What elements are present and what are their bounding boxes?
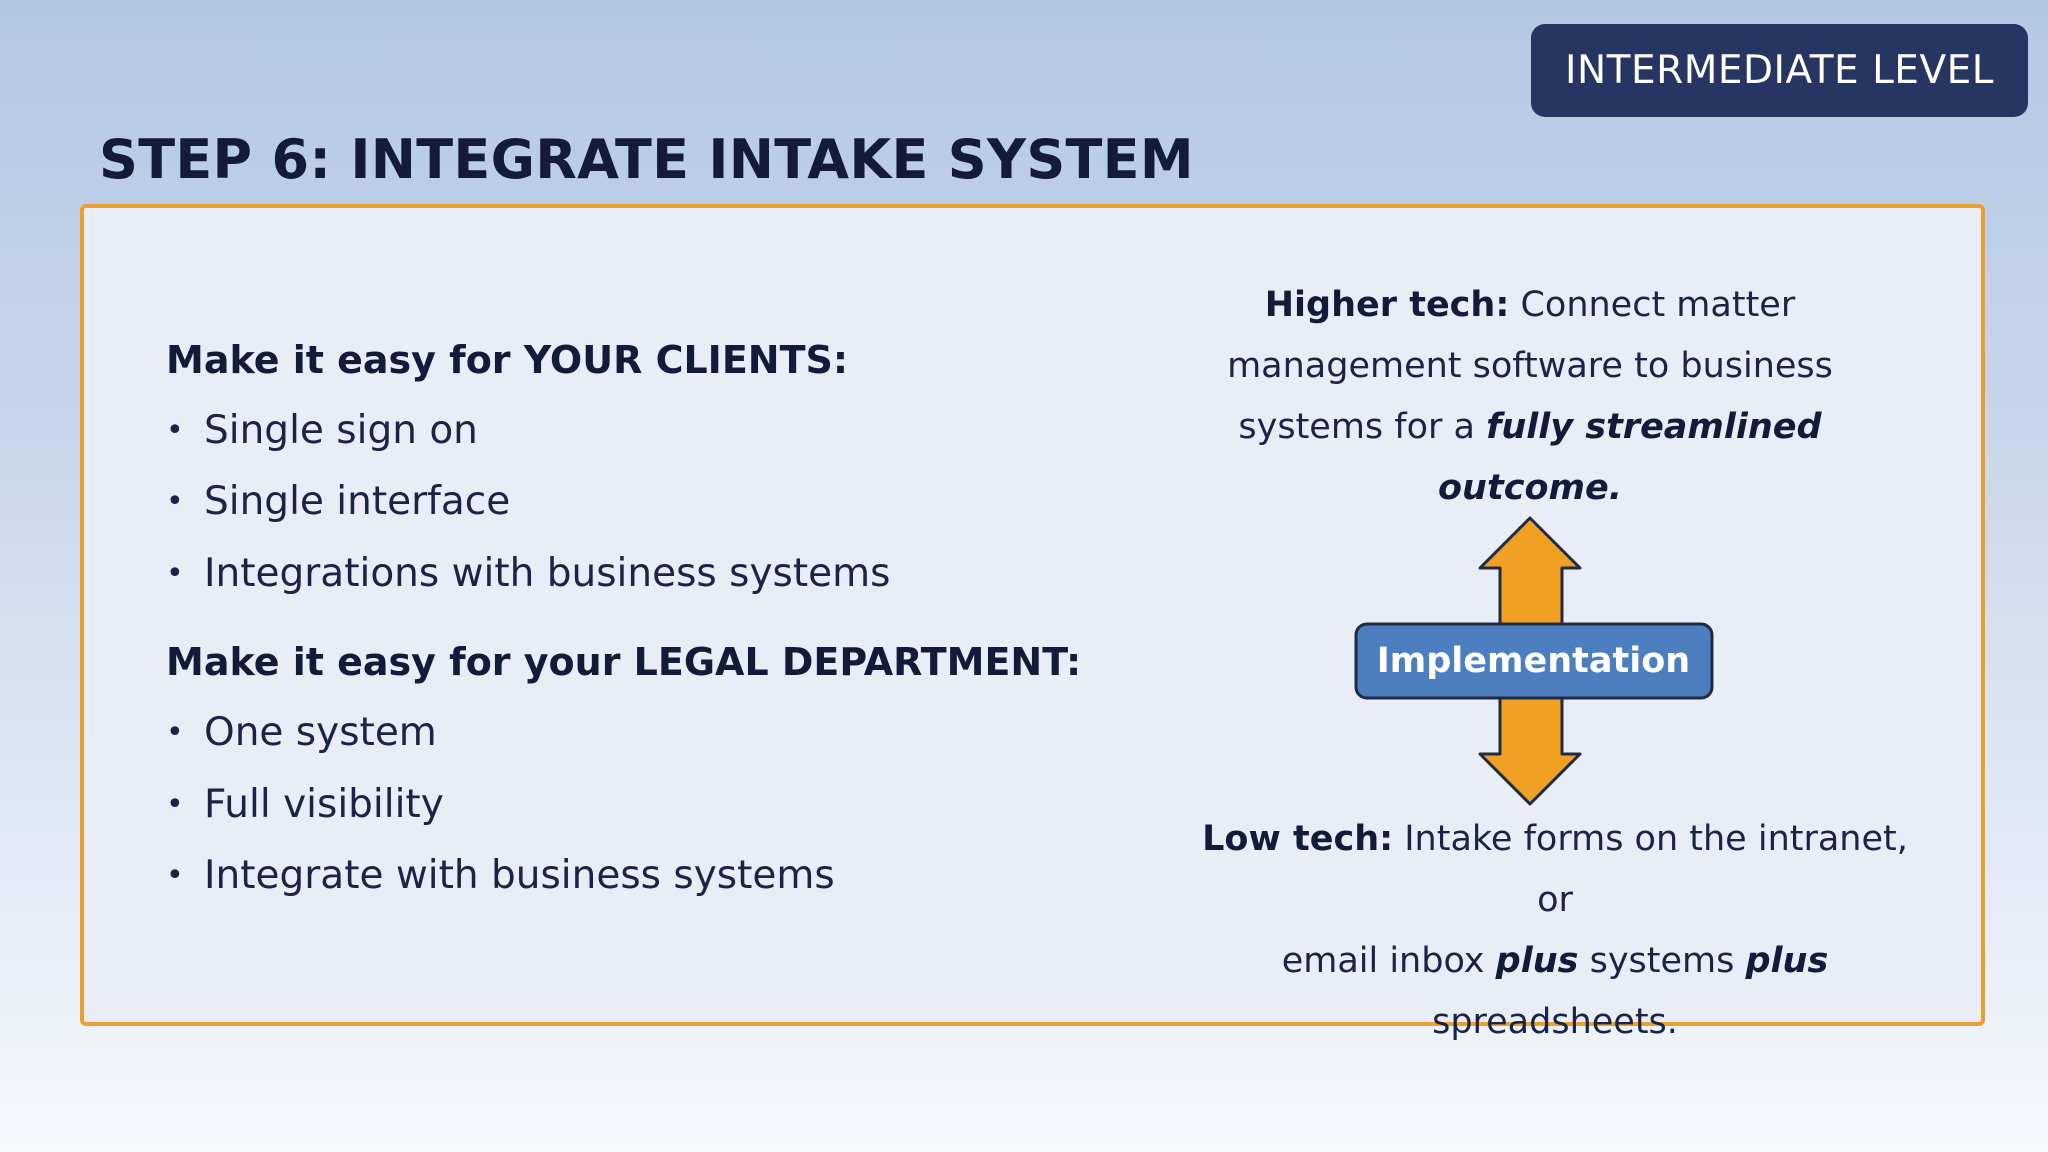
higher-tech-line-2: management software to business — [1227, 346, 1833, 386]
list-item: • Integrate with business systems — [166, 853, 835, 898]
double-arrow-diagram — [1354, 516, 1714, 806]
page-title: STEP 6: INTEGRATE INTAKE SYSTEM — [99, 128, 1194, 191]
implementation-label: Implementation — [1376, 641, 1691, 681]
higher-tech-line-3: systems for a fully streamlined — [1238, 407, 1822, 447]
level-badge: INTERMEDIATE LEVEL — [1531, 24, 2028, 117]
arrow-up-icon — [1478, 516, 1582, 626]
list-item: • Integrations with business systems — [166, 551, 890, 596]
higher-tech-label: Higher tech: — [1264, 285, 1510, 325]
list-item: • Single interface — [166, 479, 510, 524]
list-item: • One system — [166, 710, 437, 755]
low-tech-line-3: spreadsheets. — [1432, 1002, 1678, 1042]
content-panel — [80, 204, 1985, 1026]
low-tech-line-2: email inbox plus systems plus — [1281, 941, 1829, 981]
implementation-box — [1354, 622, 1714, 700]
list-item-label: One system — [204, 710, 437, 755]
list-item-label: Integrate with business systems — [204, 853, 835, 898]
legal-heading: Make it easy for your LEGAL DEPARTMENT: — [166, 640, 1082, 684]
level-badge-label: INTERMEDIATE LEVEL — [1565, 48, 1994, 93]
low-tech-label: Low tech: — [1202, 819, 1394, 859]
higher-tech-text: Higher tech: Connect matter management s… — [1180, 275, 1880, 519]
clients-heading: Make it easy for YOUR CLIENTS: — [166, 338, 849, 382]
bullet-icon: • — [166, 858, 184, 893]
bullet-icon: • — [166, 556, 184, 591]
bullet-icon: • — [166, 787, 184, 822]
higher-tech-line-1: Higher tech: Connect matter — [1264, 285, 1796, 325]
list-item-label: Single sign on — [204, 408, 478, 453]
list-item: • Single sign on — [166, 408, 478, 453]
list-item-label: Single interface — [204, 479, 511, 524]
bullet-icon: • — [166, 413, 184, 448]
list-item: • Full visibility — [166, 782, 444, 827]
list-item-label: Full visibility — [204, 782, 444, 827]
low-tech-line-1: Low tech: Intake forms on the intranet, … — [1202, 819, 1908, 920]
low-tech-text: Low tech: Intake forms on the intranet, … — [1190, 809, 1920, 1053]
bullet-icon: • — [166, 715, 184, 750]
bullet-icon: • — [166, 484, 184, 519]
arrow-down-icon — [1478, 696, 1582, 806]
higher-tech-line-4: outcome. — [1438, 468, 1622, 508]
list-item-label: Integrations with business systems — [204, 551, 891, 596]
